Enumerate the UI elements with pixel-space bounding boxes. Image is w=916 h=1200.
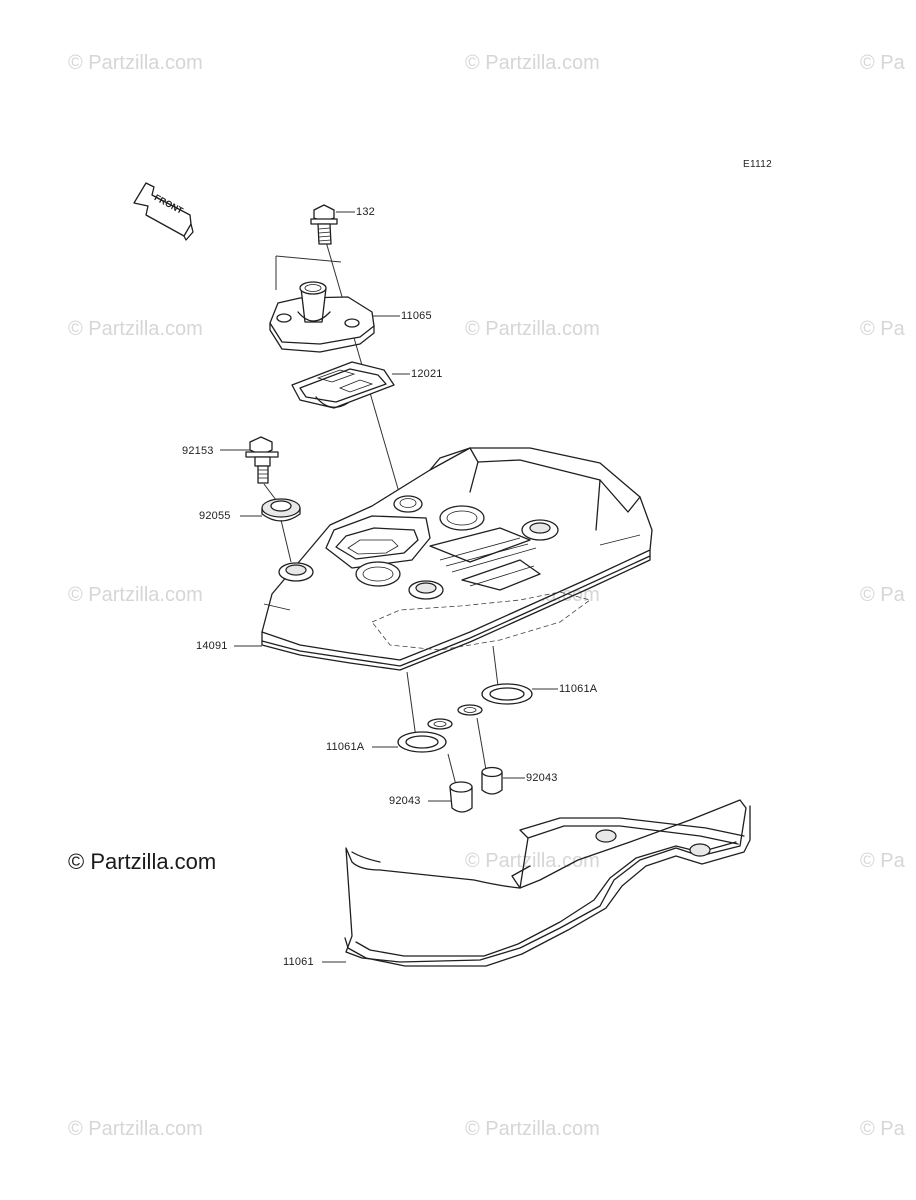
plug-gasket-11061a-left — [397, 718, 453, 753]
watermark: © Partzilla.com — [68, 584, 203, 606]
plug-gasket-11061a-right — [457, 683, 533, 716]
front-arrow-icon: FRONT — [133, 182, 194, 241]
breather-cover-11065 — [269, 281, 375, 353]
part-label-132[interactable]: 132 — [356, 206, 375, 218]
part-label-11061a-left[interactable]: 11061A — [326, 741, 365, 753]
part-label-11061[interactable]: 11061 — [283, 956, 314, 968]
part-label-11065[interactable]: 11065 — [401, 310, 432, 322]
cylinder-head-cover-14091 — [261, 447, 653, 671]
part-label-92055[interactable]: 92055 — [199, 510, 231, 522]
watermark: © Partzilla.com — [68, 318, 203, 340]
watermark: © Pa — [860, 1118, 905, 1140]
cover-bolt-92153 — [245, 436, 279, 484]
watermark: © Pa — [860, 584, 905, 606]
watermark: © Pa — [860, 318, 905, 340]
watermark: © Partzilla.com — [465, 1118, 600, 1140]
part-label-12021[interactable]: 12021 — [411, 368, 443, 380]
part-label-92043-right[interactable]: 92043 — [526, 772, 558, 784]
bolt-132 — [310, 204, 338, 245]
part-label-11061a-right[interactable]: 11061A — [559, 683, 598, 695]
part-label-92043-left[interactable]: 92043 — [389, 795, 421, 807]
watermark: © Partzilla.com — [465, 52, 600, 74]
diagram-code: E1112 — [743, 159, 772, 170]
copyright-label: © Partzilla.com — [68, 849, 217, 874]
watermark: © Partzilla.com — [68, 52, 203, 74]
part-label-92153[interactable]: 92153 — [182, 445, 214, 457]
pin-92043-right — [481, 766, 503, 795]
pin-92043-left — [449, 781, 473, 813]
watermark: © Partzilla.com — [465, 318, 600, 340]
part-label-14091[interactable]: 14091 — [196, 640, 228, 652]
o-ring-92055 — [261, 498, 301, 522]
head-cover-gasket-11061 — [344, 799, 751, 967]
watermark: © Pa — [860, 52, 905, 74]
watermark: © Pa — [860, 850, 905, 872]
reed-plate-12021 — [291, 361, 395, 409]
watermark: © Partzilla.com — [68, 1118, 203, 1140]
